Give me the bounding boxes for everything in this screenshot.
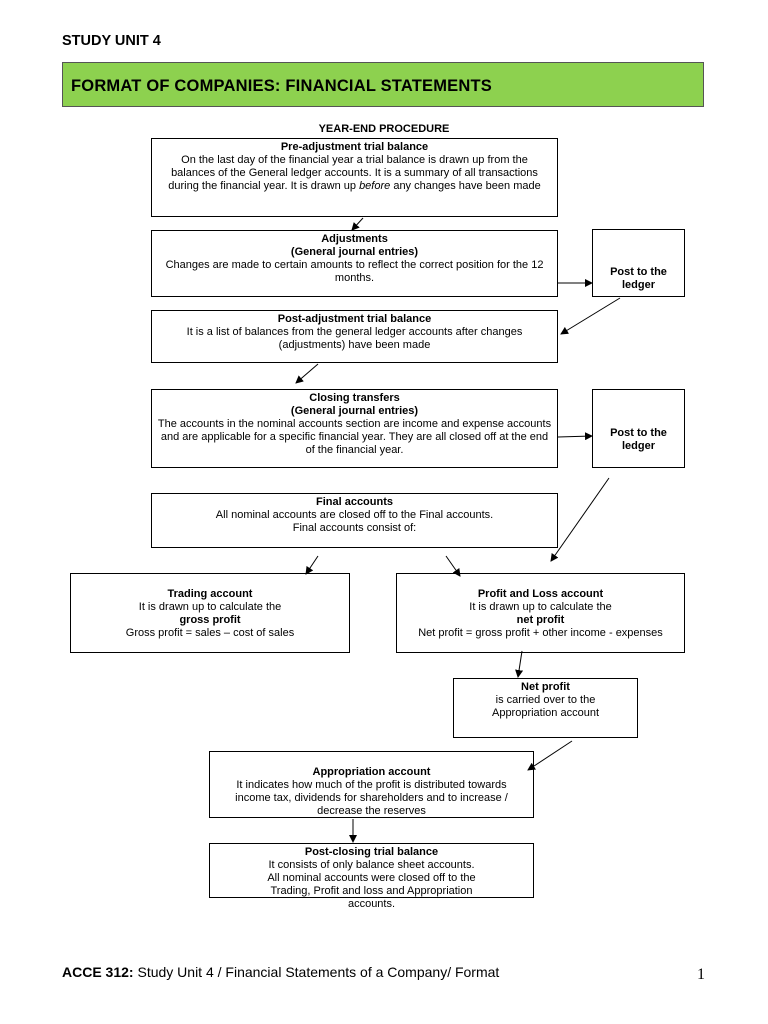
adjustments-title: Adjustments (321, 233, 388, 245)
adjustments-subtitle: (General journal entries) (290, 246, 419, 258)
final-accounts-line-1: All nominal accounts are closed off to t… (215, 509, 494, 521)
trading-account-line-1: It is drawn up to calculate the (138, 601, 282, 613)
net-profit-box: Net profit is carried over to the Approp… (453, 678, 638, 738)
closing-transfers-box: Closing transfers (General journal entri… (151, 389, 558, 468)
footer-text: Study Unit 4 / Financial Statements of a… (133, 964, 500, 980)
page-title-banner: FORMAT OF COMPANIES: FINANCIAL STATEMENT… (62, 62, 704, 107)
appropriation-box: Appropriation account It indicates how m… (209, 751, 534, 818)
post-adjustment-title: Post-adjustment trial balance (277, 313, 432, 325)
arrow-pre-to-adjustments (351, 217, 364, 231)
final-accounts-line-2: Final accounts consist of: (292, 522, 417, 534)
page-number: 1 (697, 966, 705, 983)
study-unit-label: STUDY UNIT 4 (62, 33, 161, 49)
appropriation-title: Appropriation account (312, 766, 431, 778)
final-accounts-title: Final accounts (315, 496, 394, 508)
net-profit-title: Net profit (521, 681, 570, 693)
post-to-ledger-box-1: Post to the ledger (592, 229, 685, 297)
net-profit-line-2: Appropriation account (491, 707, 599, 719)
arrow-ledger-to-post-adjustment (560, 297, 621, 335)
trading-account-box: Trading account It is drawn up to calcul… (70, 573, 350, 653)
page-title: FORMAT OF COMPANIES: FINANCIAL STATEMENT… (71, 77, 492, 95)
procedure-title: YEAR-END PROCEDURE (318, 123, 450, 135)
arrow-ledger-to-profit-loss (550, 477, 610, 562)
trading-account-bold: gross profit (179, 614, 241, 626)
post-adjustment-box: Post-adjustment trial balance It is a li… (151, 310, 558, 363)
post-closing-title: Post-closing trial balance (304, 846, 439, 858)
profit-loss-line-1: It is drawn up to calculate the (469, 601, 612, 613)
final-accounts-box: Final accounts All nominal accounts are … (151, 493, 558, 548)
pre-adjustment-text: On the last day of the financial year a … (168, 154, 541, 192)
post-closing-line-1: It consists of only balance sheet accoun… (268, 859, 475, 871)
arrow-post-adjustment-to-closing (295, 363, 319, 384)
arrow-closing-to-ledger (557, 432, 593, 441)
arrow-final-to-trading (305, 555, 319, 575)
arrow-final-to-profit-loss (445, 555, 461, 577)
pre-adjustment-title: Pre-adjustment trial balance (280, 141, 429, 153)
profit-loss-title: Profit and Loss account (477, 588, 604, 600)
appropriation-text: It indicates how much of the profit is d… (235, 779, 508, 817)
profit-loss-line-2: Net profit = gross profit + other income… (418, 627, 663, 639)
trading-account-line-2: Gross profit = sales – cost of sales (125, 627, 295, 639)
closing-transfers-title: Closing transfers (309, 392, 400, 404)
footer: ACCE 312: Study Unit 4 / Financial State… (62, 964, 499, 980)
post-to-ledger-box-2: Post to the ledger (592, 389, 685, 468)
closing-transfers-subtitle: (General journal entries) (290, 405, 419, 417)
post-to-ledger-text-2: Post to the ledger (610, 427, 667, 452)
closing-transfers-text: The accounts in the nominal accounts sec… (157, 418, 552, 456)
arrow-net-profit-to-appropriation (527, 740, 573, 771)
pre-adjustment-box: Pre-adjustment trial balance On the last… (151, 138, 558, 217)
post-adjustment-text: It is a list of balances from the genera… (186, 326, 523, 351)
post-to-ledger-text-1: Post to the ledger (610, 266, 667, 291)
trading-account-title: Trading account (167, 588, 253, 600)
arrow-profit-loss-to-net-profit (515, 650, 524, 678)
profit-loss-box: Profit and Loss account It is drawn up t… (396, 573, 685, 653)
adjustments-box: Adjustments (General journal entries) Ch… (151, 230, 558, 297)
profit-loss-bold: net profit (516, 614, 565, 626)
footer-course-code: ACCE 312: (62, 964, 134, 980)
post-closing-line-2: All nominal accounts were closed off to … (267, 872, 476, 910)
net-profit-line-1: is carried over to the (495, 694, 596, 706)
adjustments-text: Changes are made to certain amounts to r… (165, 259, 544, 284)
post-closing-box: Post-closing trial balance It consists o… (209, 843, 534, 910)
